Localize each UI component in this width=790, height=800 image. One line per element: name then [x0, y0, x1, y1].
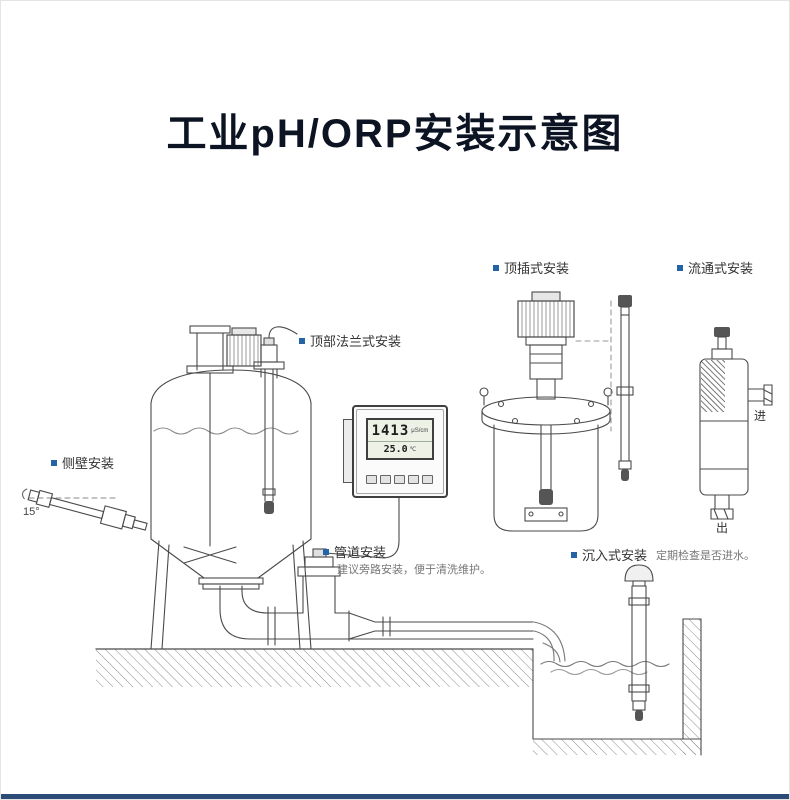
ground-hatch	[95, 648, 534, 687]
meter-button	[394, 475, 405, 484]
spare-electrode	[616, 295, 634, 481]
meter-secondary-row: 25.0 ℃	[368, 442, 432, 457]
controller-cable	[325, 497, 400, 559]
submersion-sensor	[624, 564, 654, 721]
meter-display: 1413 μS/cm 25.0 ℃	[366, 418, 434, 460]
bullet-icon	[493, 264, 499, 271]
label-side-wall-text: 侧壁安装	[62, 456, 115, 471]
pipeline	[219, 548, 534, 646]
reactor-tank	[144, 325, 318, 650]
inlet-label: 进	[754, 409, 767, 423]
meter-button	[422, 475, 433, 484]
meter-button	[408, 475, 419, 484]
label-top-insert-text: 顶插式安装	[504, 261, 570, 276]
meter-face: 1413 μS/cm 25.0 ℃	[356, 409, 444, 494]
label-flow-through-text: 流通式安装	[688, 261, 754, 276]
water-basin	[532, 618, 702, 756]
angle-label: 15°	[23, 506, 40, 518]
meter-primary-row: 1413 μS/cm	[368, 420, 432, 442]
flow-through-cell	[699, 327, 773, 520]
label-submersion-note: 定期检查是否进水。	[656, 549, 756, 562]
meter-button	[380, 475, 391, 484]
meter-button	[366, 475, 377, 484]
bullet-icon	[323, 548, 329, 555]
side-wall-sensor	[21, 488, 148, 531]
label-flow-through: 流通式安装	[677, 258, 753, 277]
label-top-flange: 顶部法兰式安装	[299, 331, 401, 350]
meter-secondary-unit: ℃	[409, 447, 417, 453]
label-pipeline: 管道安装	[323, 542, 386, 561]
label-top-insert: 顶插式安装	[493, 258, 569, 277]
label-pipeline-note: 建议旁路安装，便于清洗维护。	[337, 564, 491, 576]
label-submersion-text: 沉入式安装	[582, 548, 648, 563]
meter-primary-unit: μS/cm	[411, 427, 429, 434]
meter-primary-reading: 1413	[371, 422, 410, 439]
footer-accent-line	[1, 794, 789, 799]
label-submersion: 沉入式安装 定期检查是否进水。	[571, 545, 755, 564]
ph-controller: 1413 μS/cm 25.0 ℃	[352, 405, 448, 498]
bullet-icon	[299, 337, 305, 344]
bullet-icon	[677, 264, 683, 271]
meter-buttons	[366, 475, 433, 484]
outlet-label: 出	[716, 521, 729, 535]
label-top-flange-text: 顶部法兰式安装	[310, 334, 402, 349]
meter-secondary-reading: 25.0	[383, 444, 408, 455]
page-title: 工业pH/ORP安装示意图	[166, 112, 624, 156]
bullet-icon	[51, 459, 57, 466]
label-pipeline-text: 管道安装	[334, 545, 387, 560]
top-flange-sensor	[253, 326, 298, 514]
label-side-wall: 侧壁安装	[51, 453, 114, 472]
top-insertion-assembly	[479, 291, 613, 532]
bullet-icon	[571, 551, 577, 558]
